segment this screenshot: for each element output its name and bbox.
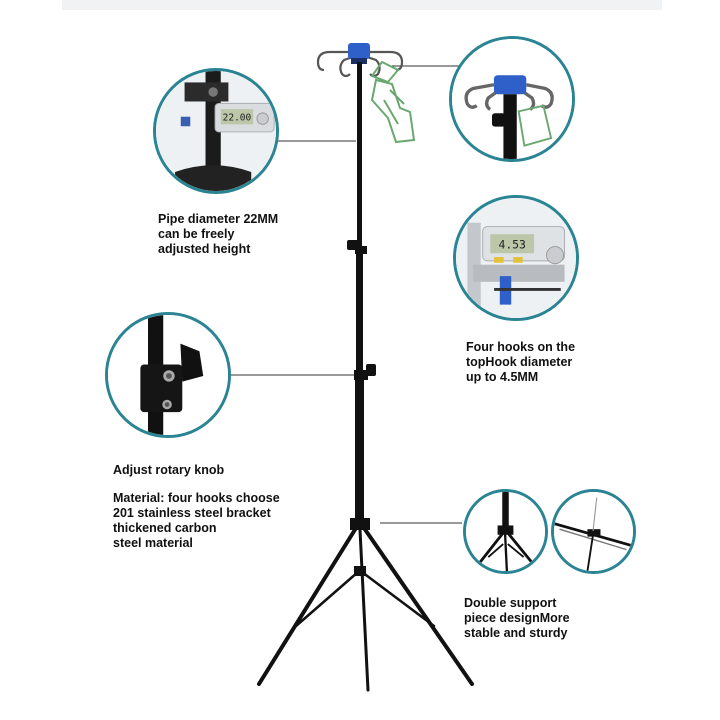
caption-four-hooks: Four hooks on the topHook diameter up to…: [466, 340, 576, 384]
detail-circle-support-piece: [551, 489, 636, 574]
detail-circle-pipe-caliper: 22.00: [153, 68, 279, 194]
caption-rotary-knob: Adjust rotary knob: [113, 463, 225, 477]
lower-knob: [366, 364, 376, 376]
hook-caliper-reading: 4.53: [498, 237, 526, 251]
iv-bag: [370, 60, 416, 144]
detail-circle-hook-caliper: 4.53: [453, 195, 579, 321]
middle-pole: [356, 252, 363, 372]
lower-pole: [355, 372, 364, 522]
caption-double-support: Double support piece designMore stable a…: [464, 596, 570, 640]
top-hooks: [316, 50, 404, 78]
detail-circle-knob: [105, 312, 231, 438]
caption-pipe-diameter: Pipe diameter 22MM can be freely adjuste…: [158, 212, 279, 256]
upper-pole: [357, 62, 362, 252]
hook-cap: [348, 43, 370, 59]
top-strip: [62, 0, 662, 10]
pipe-caliper-reading: 22.00: [223, 113, 252, 124]
detail-circle-hooks: [449, 36, 575, 162]
detail-circle-tripod-base: [463, 489, 548, 574]
tripod-legs: [257, 526, 474, 692]
caption-material: Material: four hooks choose 201 stainles…: [113, 491, 280, 550]
